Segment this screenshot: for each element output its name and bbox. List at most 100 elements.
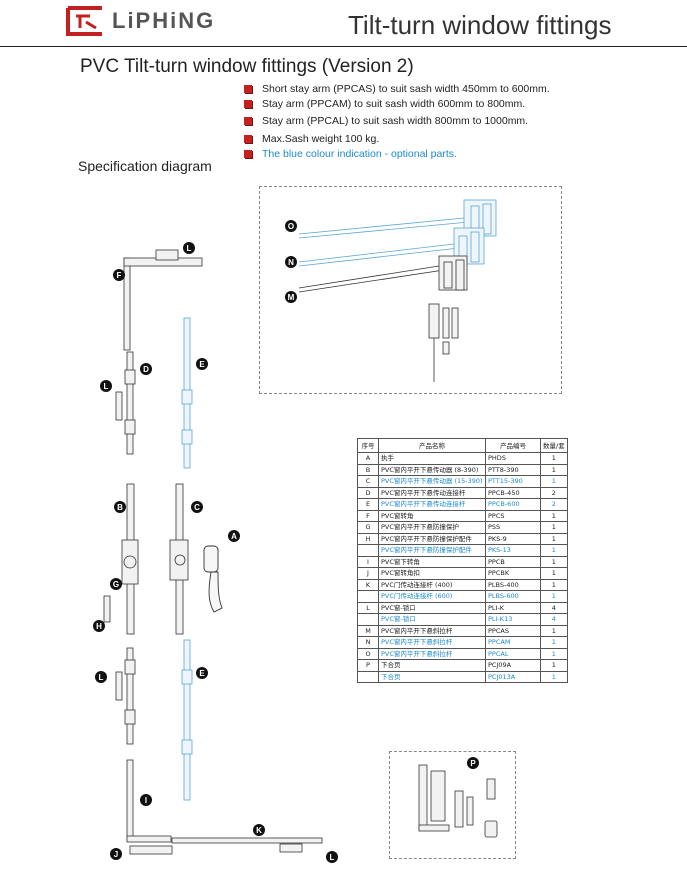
cell-qty: 4 xyxy=(540,601,568,614)
header-divider xyxy=(0,46,687,47)
cell-code: PCJ09A xyxy=(485,659,541,672)
label-e-bottom: E xyxy=(196,667,208,679)
cell-name: 下合页 xyxy=(378,670,486,683)
cell-code: PPCB-450 xyxy=(485,486,541,499)
cell-code: PPCAL xyxy=(485,647,541,660)
cell-no: F xyxy=(357,509,379,522)
label-k: K xyxy=(253,824,265,836)
label-h: H xyxy=(93,620,105,632)
label-d: D xyxy=(140,363,152,375)
cell-code: PPCBK xyxy=(485,567,541,580)
label-j: J xyxy=(110,848,122,860)
cell-no: B xyxy=(357,463,379,476)
feature-item: Max.Sash weight 100 kg. xyxy=(244,132,379,146)
cell-qty: 2 xyxy=(540,486,568,499)
cell-no: P xyxy=(357,659,379,672)
cell-code: PPCAS xyxy=(485,624,541,637)
cell-name: PVC窗内平开下悬传动器 (8-390) xyxy=(378,463,486,476)
cell-name: PVC门传动连接杆 (600) xyxy=(378,590,486,603)
cell-name: PVC窗内平开下悬斜拉杆 xyxy=(378,647,486,660)
cell-name: PVC窗下转角 xyxy=(378,555,486,568)
cell-qty: 2 xyxy=(540,498,568,511)
cell-qty: 1 xyxy=(540,624,568,637)
cell-qty: 1 xyxy=(540,578,568,591)
cell-qty: 1 xyxy=(540,521,568,534)
cell-qty: 1 xyxy=(540,670,568,683)
cell-code: PCJ013A xyxy=(485,670,541,683)
cell-no: A xyxy=(357,452,379,465)
cell-no xyxy=(357,670,379,683)
label-l-bottom: L xyxy=(326,851,338,863)
page-title: Tilt-turn window fittings xyxy=(348,10,612,40)
cell-name: PVC窗内平开下悬防撞保护配件 xyxy=(378,544,486,557)
cell-no xyxy=(357,590,379,603)
label-l-top: L xyxy=(183,242,195,254)
cell-name: PVC窗-锁口 xyxy=(378,601,486,614)
label-l-mid: L xyxy=(100,380,112,392)
cell-qty: 1 xyxy=(540,544,568,557)
cell-no: J xyxy=(357,567,379,580)
feature-item: Stay arm (PPCAL) to suit sash width 800m… xyxy=(244,114,528,128)
cell-code: PTT8-390 xyxy=(485,463,541,476)
cell-qty: 1 xyxy=(540,475,568,488)
stay-arm-m-drawing xyxy=(298,255,468,382)
feature-item: Short stay arm (PPCAS) to suit sash widt… xyxy=(244,82,550,96)
feature-text: Short stay arm (PPCAS) to suit sash widt… xyxy=(262,83,550,95)
cell-qty: 1 xyxy=(540,555,568,568)
cell-name: PVC窗内平开下悬传动器 (15-390) xyxy=(378,475,486,488)
cell-no xyxy=(357,613,379,626)
cell-name: PVC窗内平开下悬斜拉杆 xyxy=(378,636,486,649)
spec-diagram-title: Specification diagram xyxy=(78,158,212,174)
cell-name: PVC窗-锁口 xyxy=(378,613,486,626)
cell-code: PPCB xyxy=(485,555,541,568)
table-header-row: 序号 产品名称 产品编号 数量/套 xyxy=(357,438,568,453)
label-o: O xyxy=(285,220,297,232)
bullet-icon xyxy=(244,100,252,108)
col-header-qty: 数量/套 xyxy=(540,438,568,453)
label-i: I xyxy=(140,794,152,806)
label-c: C xyxy=(191,501,203,513)
label-l-low: L xyxy=(95,671,107,683)
stay-arm-n-drawing xyxy=(298,227,485,267)
cell-qty: 1 xyxy=(540,567,568,580)
cell-no: D xyxy=(357,486,379,499)
bottom-hinge-drawing xyxy=(418,764,498,838)
cell-code: PLBS-400 xyxy=(485,578,541,591)
label-a: A xyxy=(228,530,240,542)
cell-name: PVC窗内平开下悬传动连接杆 xyxy=(378,498,486,511)
cell-code: PKS-9 xyxy=(485,532,541,545)
cell-name: PVC窗转角扣 xyxy=(378,567,486,580)
cell-name: PVC窗内平开下悬斜拉杆 xyxy=(378,624,486,637)
cell-qty: 1 xyxy=(540,509,568,522)
feature-item: Stay arm (PPCAM) to suit sash width 600m… xyxy=(244,97,525,111)
cell-no: O xyxy=(357,647,379,660)
cell-no: C xyxy=(357,475,379,488)
feature-text: Max.Sash weight 100 kg. xyxy=(262,133,380,145)
label-e-top: E xyxy=(196,358,208,370)
cell-name: PVC门传动连接杆 (400) xyxy=(378,578,486,591)
cell-qty: 1 xyxy=(540,590,568,603)
col-header-code: 产品编号 xyxy=(485,438,541,453)
cell-qty: 1 xyxy=(540,452,568,465)
col-header-name: 产品名称 xyxy=(378,438,486,453)
cell-name: PVC窗内平开下悬防撞保护 xyxy=(378,521,486,534)
bullet-icon xyxy=(244,135,252,143)
cell-code: PPCS xyxy=(485,509,541,522)
cell-name: 执手 xyxy=(378,452,486,465)
cell-qty: 1 xyxy=(540,636,568,649)
